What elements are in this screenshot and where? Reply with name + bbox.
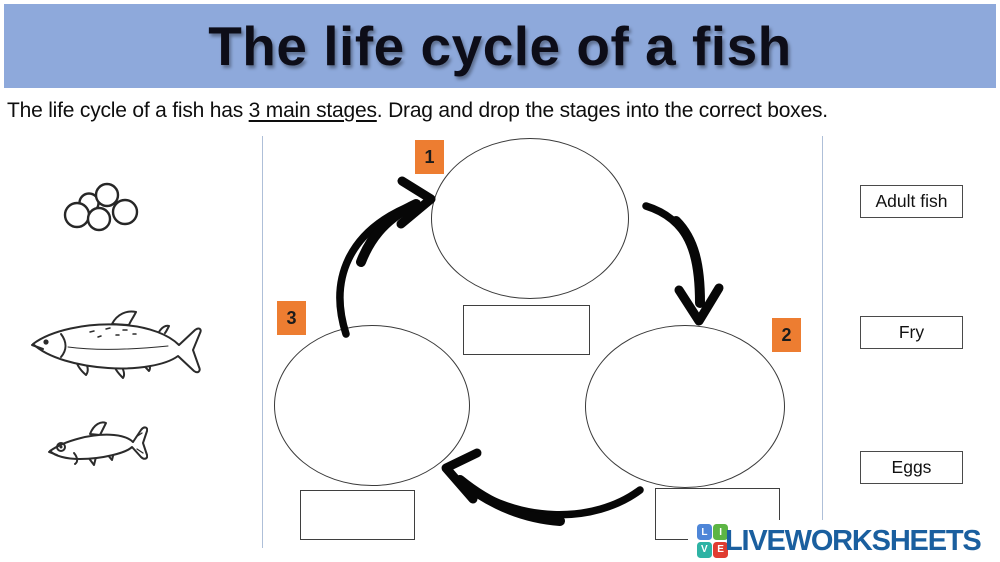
liveworksheets-logo-icon: L I V E [697, 524, 728, 558]
drag-label-adult-fish-text: Adult fish [875, 191, 948, 211]
liveworksheets-logo-text: LIVEWORKSHEETS [725, 524, 982, 557]
drop-box-stage-1[interactable] [463, 305, 590, 355]
drag-label-fry[interactable]: Fry [860, 316, 963, 349]
logo-block-l: L [697, 524, 712, 541]
instruction-prefix: The life cycle of a fish has [7, 99, 249, 122]
logo-block-v: V [697, 541, 712, 558]
drag-label-eggs[interactable]: Eggs [860, 451, 963, 484]
page-title: The life cycle of a fish [208, 15, 792, 77]
instruction-text: The life cycle of a fish has 3 main stag… [7, 99, 997, 123]
cycle-circle-1 [431, 138, 629, 299]
instruction-suffix: . Drag and drop the stages into the corr… [376, 99, 828, 122]
drop-box-stage-3[interactable] [300, 490, 415, 540]
drag-label-eggs-text: Eggs [891, 457, 932, 477]
fry-fish-image [48, 421, 148, 466]
liveworksheets-logo: L I V E LIVEWORKSHEETS [688, 520, 1000, 562]
stage-number-badge-2: 2 [772, 318, 801, 352]
worksheet-header: The life cycle of a fish [4, 4, 996, 88]
drag-label-fry-text: Fry [898, 322, 925, 342]
logo-block-e: E [713, 541, 728, 558]
stage-number-badge-3: 3 [277, 301, 306, 335]
cycle-circle-3 [274, 325, 470, 486]
drag-label-adult-fish[interactable]: Adult fish [860, 185, 963, 218]
diagram-panel [262, 136, 823, 548]
adult-fish-image [31, 310, 202, 379]
cycle-circle-2 [585, 325, 785, 488]
fish-eggs-image [63, 182, 139, 232]
stage-number-badge-1: 1 [415, 140, 444, 174]
logo-block-i: I [713, 524, 728, 541]
instruction-underlined: 3 main stages [248, 99, 377, 122]
